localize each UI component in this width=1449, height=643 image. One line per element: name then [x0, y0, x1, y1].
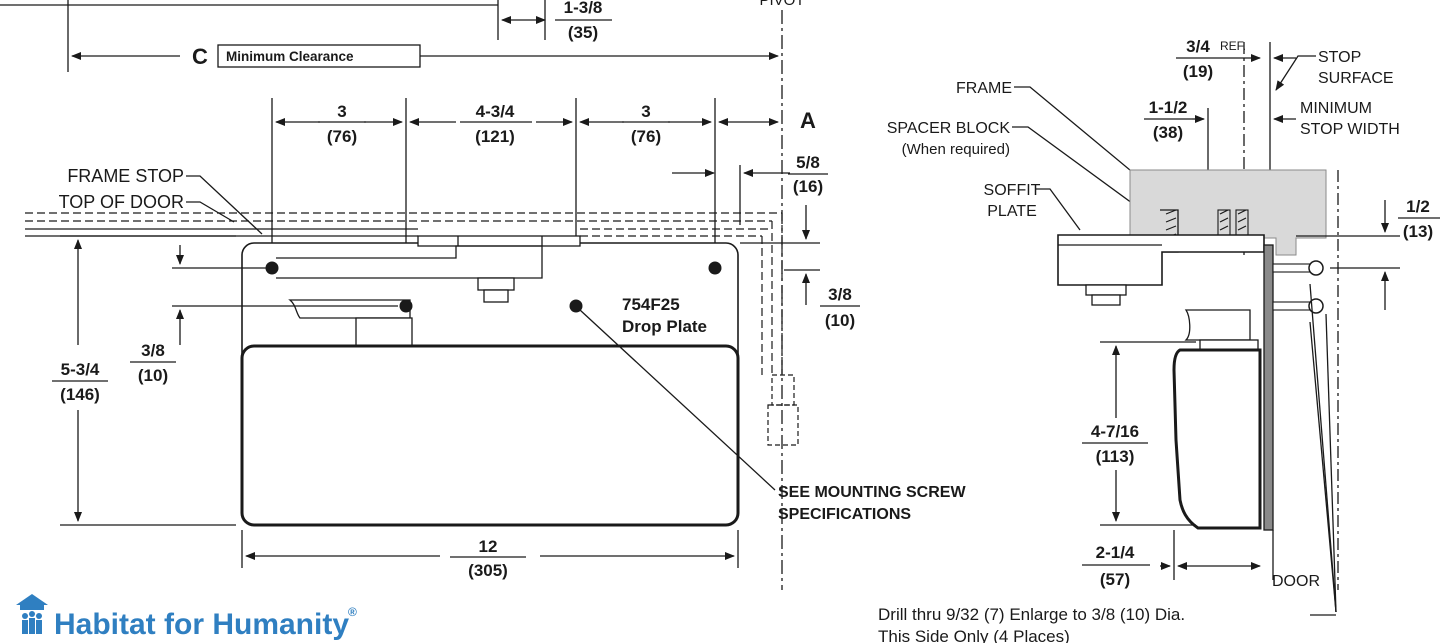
dim-5-8: 5/8 — [796, 153, 820, 172]
dim-1-1-2: 1-1/2 — [1149, 98, 1188, 117]
dim-3-8-left-mm: (10) — [138, 366, 168, 385]
dim-2-1-4: 2-1/4 — [1096, 543, 1135, 562]
closer-body — [240, 344, 740, 527]
dim-5-3-4-mm: (146) — [60, 385, 100, 404]
dim-1-2-mm: (13) — [1403, 222, 1433, 241]
letter-a: A — [800, 108, 816, 133]
dim-3-8-left: 3/8 — [141, 341, 165, 360]
spacer-label-1: SPACER BLOCK — [887, 120, 1011, 137]
top-of-door-label: TOP OF DOOR — [59, 192, 184, 212]
habitat-house-icon — [16, 594, 48, 634]
min-stop-1: MINIMUM — [1300, 100, 1372, 117]
plate-line2: Drop Plate — [622, 317, 707, 336]
habitat-logo: Habitat for Humanity ® — [16, 594, 357, 641]
clearance-letter: C — [192, 44, 208, 69]
soffit-label-2: PLATE — [987, 203, 1037, 220]
dim-3-8-right-mm: (10) — [825, 311, 855, 330]
min-stop-2: STOP WIDTH — [1300, 121, 1400, 138]
dim-top-cut-mm: (35) — [568, 23, 598, 42]
frame-label: FRAME — [956, 80, 1012, 97]
dim-3-left: 3 — [337, 102, 346, 121]
dim-5-8-mm: (16) — [793, 177, 823, 196]
dim-12: 12 — [479, 537, 498, 556]
dim-3-left-mm: (76) — [327, 127, 357, 146]
dim-3-4: 3/4 — [1186, 37, 1210, 56]
dim-12-mm: (305) — [468, 561, 508, 580]
logo-text: Habitat for Humanity — [54, 608, 349, 641]
dim-3-4-mm: (19) — [1183, 62, 1213, 81]
see-screw-line2: SPECIFICATIONS — [778, 506, 911, 523]
drill-note-line2: This Side Only (4 Places) — [878, 627, 1070, 643]
plate-line1: 754F25 — [622, 295, 680, 314]
left-elevation-view: 1-3/8 (35) PIVOT C Minimum Clearance 3 (… — [0, 0, 966, 590]
spacer-label-2: (When required) — [902, 141, 1010, 158]
stop-surface-2: SURFACE — [1318, 70, 1394, 87]
soffit-label-1: SOFFIT — [984, 182, 1041, 199]
dim-4-3-4: 4-3/4 — [476, 102, 515, 121]
dim-2-1-4-mm: (57) — [1100, 570, 1130, 589]
dim-3-8-right: 3/8 — [828, 285, 852, 304]
screw-hole-3 — [399, 299, 413, 313]
stop-surface-1: STOP — [1318, 49, 1361, 66]
drill-note-line1: Drill thru 9/32 (7) Enlarge to 3/8 (10) … — [878, 605, 1185, 624]
logo-mark: ® — [348, 605, 357, 619]
dim-top-cut: 1-3/8 — [564, 0, 603, 17]
door-edge — [1263, 244, 1274, 531]
see-screw-line1: SEE MOUNTING SCREW — [778, 484, 966, 501]
frame-stop-label: FRAME STOP — [67, 166, 184, 186]
screw-hole-4 — [569, 299, 583, 313]
dim-3-right-mm: (76) — [631, 127, 661, 146]
pivot-label: PIVOT — [759, 0, 804, 9]
door-label: DOOR — [1272, 573, 1320, 590]
screw-hole-1 — [265, 261, 279, 275]
dim-3-4-ref: REF. — [1220, 39, 1246, 53]
dim-4-7-16-mm: (113) — [1096, 447, 1135, 466]
dim-3-right: 3 — [641, 102, 650, 121]
screw-hole-2 — [708, 261, 722, 275]
dim-4-3-4-mm: (121) — [475, 127, 515, 146]
clearance-label: Minimum Clearance — [226, 49, 354, 64]
dim-1-1-2-mm: (38) — [1153, 123, 1183, 142]
dim-1-2: 1/2 — [1406, 197, 1430, 216]
right-section-view: 3/4 REF. (19) STOP SURFACE FRAME 1-1/2 (… — [878, 37, 1440, 643]
dim-5-3-4: 5-3/4 — [61, 360, 100, 379]
dim-4-7-16: 4-7/16 — [1091, 422, 1139, 441]
